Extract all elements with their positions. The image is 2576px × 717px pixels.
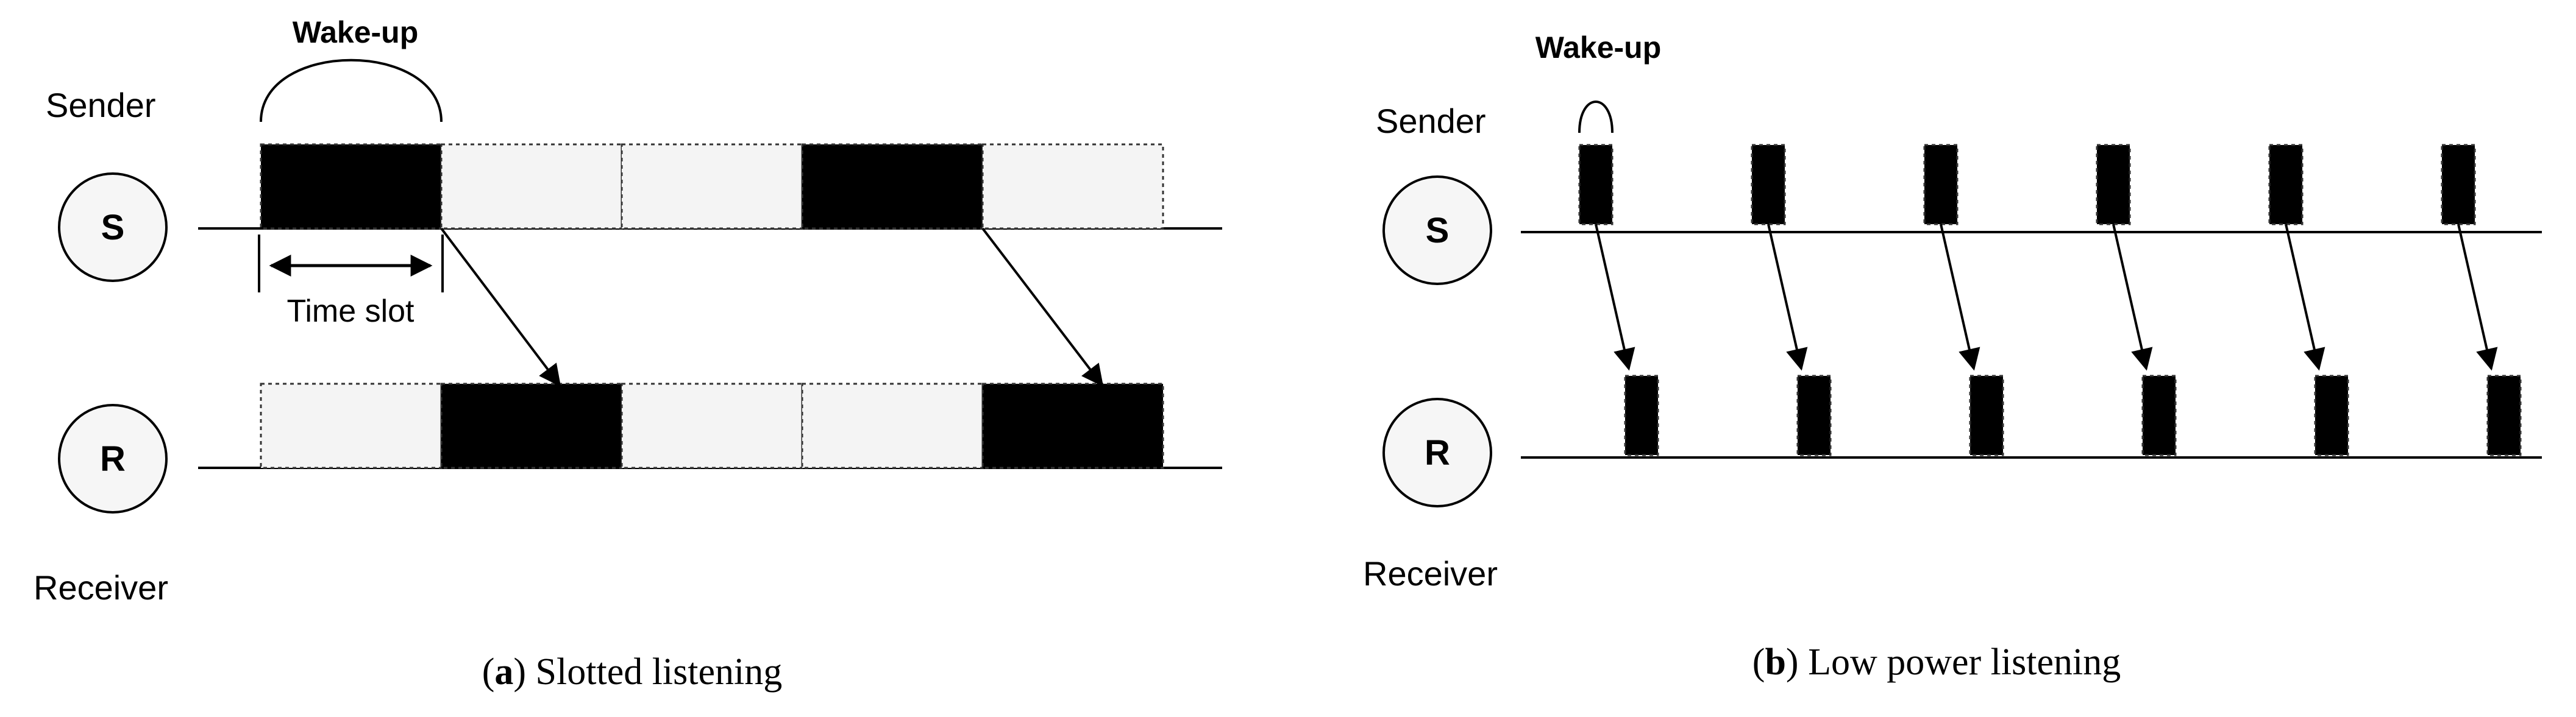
caption-b: (b) Low power listening — [1752, 641, 2121, 683]
receiver-slot-1-idle — [260, 383, 443, 469]
receiver-label-b: Receiver — [1363, 554, 1498, 593]
sender-pulse-3 — [1923, 144, 1959, 225]
receiver-node-a: R — [58, 404, 168, 514]
sender-slot-5-idle — [981, 143, 1164, 230]
caption-a: (a) Slotted listening — [482, 651, 783, 693]
time-slot-label: Time slot — [287, 294, 415, 329]
receiver-node-label-a: R — [100, 439, 126, 479]
sender-node-label-a: S — [101, 208, 125, 247]
transmission-arrow-a1 — [440, 227, 561, 387]
receiver-slot-2-active — [440, 383, 623, 469]
sender-slot-4-active — [801, 143, 984, 230]
receiver-pulse-3 — [1969, 375, 2004, 456]
wakeup-label-a: Wake-up — [293, 15, 419, 49]
receiver-slot-3-idle — [621, 383, 803, 469]
sender-slots-a — [260, 143, 1164, 230]
caption-a-letter: a — [494, 651, 513, 693]
pulse-arrow-5 — [2285, 224, 2325, 371]
pulse-arrow-3 — [1940, 224, 1980, 371]
sender-label-b: Sender — [1376, 102, 1486, 140]
receiver-pulse-6 — [2486, 375, 2522, 456]
sender-pulse-2 — [1751, 144, 1786, 225]
receiver-slot-4-idle — [801, 383, 984, 469]
receiver-pulse-1 — [1624, 375, 1659, 456]
pulse-arrow-2 — [1767, 224, 1808, 371]
sender-slot-3-idle — [621, 143, 803, 230]
pulse-arrows-b — [1595, 224, 2498, 371]
sender-slot-2-idle — [440, 143, 623, 230]
receiver-slot-5-active — [981, 383, 1164, 469]
sender-node-b: S — [1382, 175, 1492, 285]
pulse-arrow-1 — [1595, 224, 1635, 371]
panel-a-slotted-listening: Wake-up Sender Receiver S R Time slot (a… — [34, 15, 1222, 693]
sender-pulse-4 — [2096, 144, 2131, 225]
receiver-slots-a — [260, 383, 1164, 469]
receiver-node-b: R — [1382, 398, 1492, 507]
sender-label-a: Sender — [46, 86, 156, 124]
sender-pulse-6 — [2441, 144, 2476, 225]
receiver-pulses-b — [1624, 375, 2522, 456]
sender-node-a: S — [58, 172, 168, 282]
sender-pulses-b — [1578, 144, 2476, 225]
receiver-pulse-4 — [2141, 375, 2177, 456]
sender-node-label-b: S — [1426, 211, 1450, 250]
pulse-arrow-4 — [2112, 224, 2153, 371]
wakeup-arc-a — [260, 58, 443, 122]
wakeup-arc-b — [1578, 101, 1614, 133]
caption-a-text: Slotted listening — [526, 651, 782, 693]
transmission-arrow-a2 — [981, 227, 1104, 387]
sender-slot-1-active — [260, 143, 443, 230]
receiver-node-label-b: R — [1425, 433, 1450, 473]
panel-b-low-power-listening: Wake-up Sender Receiver S R (b) Low powe… — [1363, 30, 2542, 683]
receiver-label-a: Receiver — [34, 568, 168, 607]
caption-b-text: Low power listening — [1799, 641, 2121, 683]
caption-b-letter: b — [1765, 641, 1785, 683]
receiver-pulse-2 — [1796, 375, 1832, 456]
pulse-arrow-6 — [2457, 224, 2498, 371]
sender-pulse-5 — [2268, 144, 2304, 225]
receiver-pulse-5 — [2314, 375, 2349, 456]
sender-pulse-1 — [1578, 144, 1614, 225]
wakeup-label-b: Wake-up — [1535, 30, 1662, 65]
